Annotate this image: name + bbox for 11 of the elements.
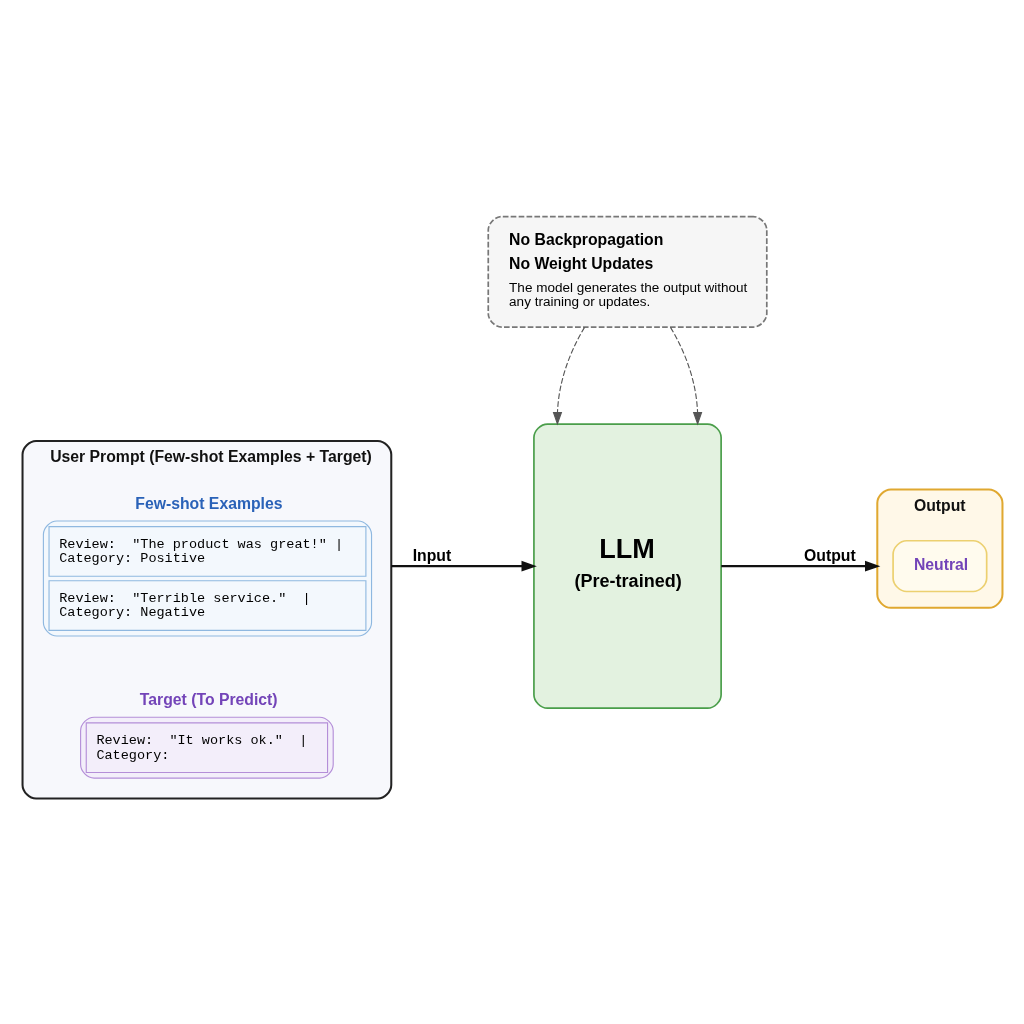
edge-label: Input: [412, 546, 451, 564]
node-box: Neutral: [891, 539, 988, 593]
arrow: [720, 560, 880, 572]
edge-label: Output: [803, 546, 856, 564]
node-box: No Backpropagation No Weight Updates The model generates the output without any training or updates.: [486, 215, 768, 328]
node-box: LLM (Pre-trained): [532, 423, 722, 710]
node-label: Few-shot Examples: [134, 494, 282, 512]
arrow: [669, 326, 702, 426]
arrow: [390, 560, 537, 572]
arrow: [552, 326, 585, 426]
node-label: Target (To Predict): [139, 691, 278, 709]
